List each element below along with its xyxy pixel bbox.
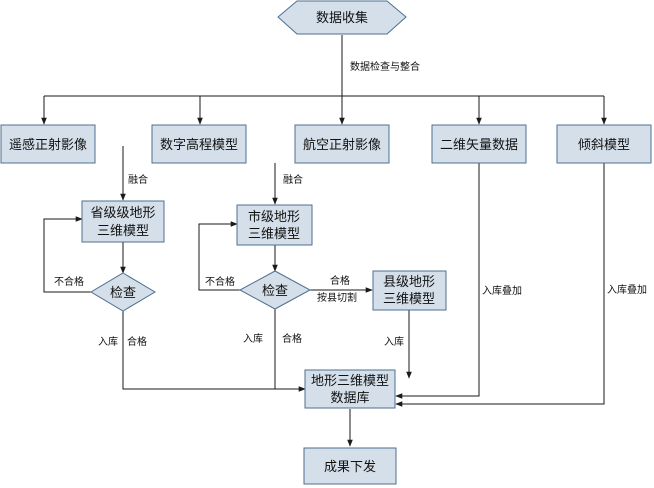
node-aerial-ortho: 航空正射影像 — [294, 124, 390, 164]
node-vector-2d: 二维矢量数据 — [431, 124, 527, 164]
node-check-2-label: 检查 — [262, 284, 288, 299]
label-store-overlay-2: 入库叠加 — [607, 283, 647, 296]
node-county-model-line1: 县级地形 — [383, 275, 435, 290]
label-pass-1: 合格 — [127, 335, 147, 348]
node-city-model-line2: 三维模型 — [248, 227, 300, 242]
node-province-model-line2: 三维模型 — [97, 224, 149, 239]
edge-check1-fail-loop — [43, 216, 92, 293]
node-terrain-db-line1: 地形三维模型 — [311, 374, 389, 389]
node-dem-label: 数字高程模型 — [160, 137, 238, 153]
label-fail-2: 不合格 — [205, 275, 235, 288]
label-store-1: 入库 — [98, 335, 118, 348]
node-oblique-model: 倾斜模型 — [556, 124, 652, 164]
label-pass-2: 合格 — [282, 332, 302, 345]
edges — [41, 35, 607, 447]
node-check-2: 检查 — [238, 270, 312, 310]
node-data-collection: 数据收集 — [277, 0, 407, 35]
label-fusion-2: 融合 — [283, 173, 303, 186]
node-remote-ortho-label: 遥感正射影像 — [9, 137, 87, 153]
edge-vector-to-db — [395, 163, 480, 399]
label-store-3: 入库 — [384, 335, 404, 348]
node-province-model-line1: 省级级地形 — [90, 206, 155, 221]
node-terrain-db: 地形三维模型 数据库 — [304, 369, 396, 409]
node-county-model: 县级地形 三维模型 — [372, 270, 447, 311]
node-city-model: 市级地形 三维模型 — [236, 204, 313, 246]
edge-check1-pass-to-db — [122, 311, 306, 392]
node-vector-2d-label: 二维矢量数据 — [440, 138, 518, 153]
node-terrain-db-line2: 数据库 — [330, 390, 369, 406]
label-fusion-1: 融合 — [128, 173, 148, 186]
edge-labels: 数据检查与整合 融合 融合 不合格 不合格 合格 按县切割 入库 合格 入库 合… — [54, 60, 647, 348]
label-pass-county: 合格 — [330, 274, 350, 287]
node-check-1-label: 检查 — [110, 286, 136, 301]
node-province-model: 省级级地形 三维模型 — [81, 200, 165, 243]
node-check-1: 检查 — [90, 272, 156, 312]
node-remote-ortho: 遥感正射影像 — [0, 124, 96, 164]
node-result-release-label: 成果下发 — [324, 459, 376, 475]
edge-check2-fail-loop — [198, 221, 240, 291]
label-check-and-integrate: 数据检查与整合 — [350, 60, 420, 73]
node-county-model-line2: 三维模型 — [383, 292, 435, 307]
label-store-2: 入库 — [243, 332, 263, 345]
node-oblique-model-label: 倾斜模型 — [578, 138, 630, 153]
node-aerial-ortho-label: 航空正射影像 — [303, 137, 381, 153]
label-cut-by-county: 按县切割 — [317, 291, 357, 304]
label-store-overlay-1: 入库叠加 — [482, 284, 522, 297]
node-city-model-line1: 市级地形 — [248, 209, 300, 225]
node-data-collection-label: 数据收集 — [316, 10, 368, 26]
edge-oblique-to-db — [395, 163, 605, 407]
node-result-release: 成果下发 — [303, 447, 397, 485]
node-dem: 数字高程模型 — [151, 124, 247, 164]
label-fail-1: 不合格 — [54, 275, 84, 288]
